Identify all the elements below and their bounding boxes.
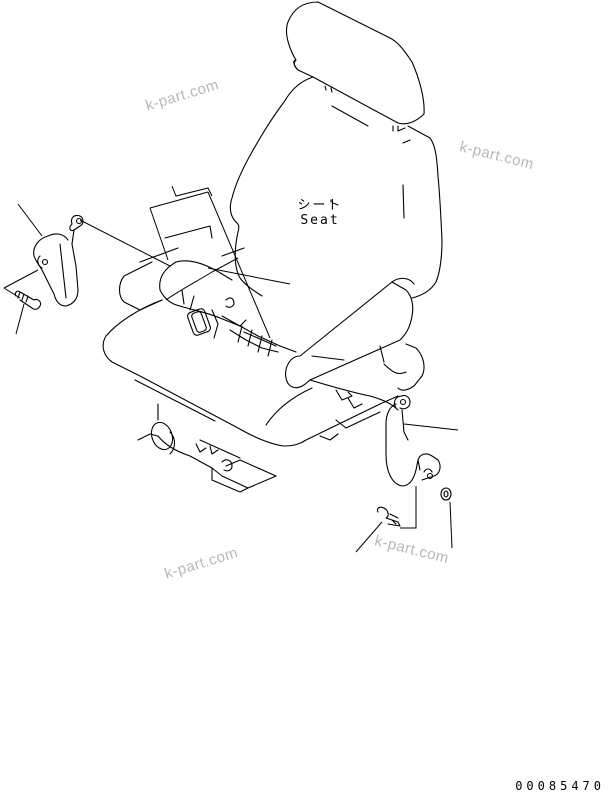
seat-label: シート Seat (296, 198, 344, 228)
seat-cushion-outline (102, 299, 399, 447)
headrest-outline (286, 1, 425, 132)
seat-label-jp: シート (297, 198, 343, 213)
seat-back-outline (229, 76, 443, 299)
seat-label-en: Seat (300, 213, 340, 228)
seat-belt-right-part (376, 394, 452, 527)
seat-belt-left-part (14, 214, 84, 310)
armrest-right-outline (285, 277, 425, 411)
figure-number: 00085470 (515, 779, 605, 793)
lap-belt-outline (159, 260, 297, 357)
armrest-left-outline (118, 225, 245, 311)
leader-lines (3, 185, 459, 553)
seat-base-outline (137, 403, 277, 493)
